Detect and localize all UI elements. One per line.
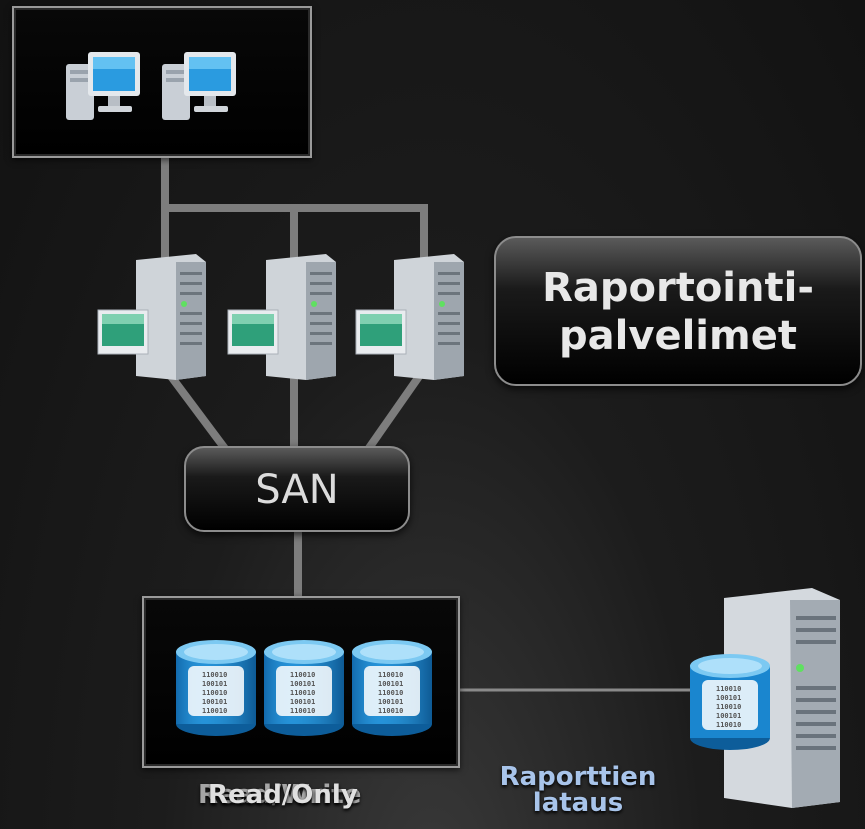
binary-text-line: 110010	[290, 689, 315, 697]
server-icon	[97, 254, 206, 380]
report-load-label: Raporttien lataus	[488, 764, 668, 816]
report-load-line2: lataus	[532, 788, 624, 818]
binary-text-line: 110010	[378, 671, 403, 679]
binary-text-line: 110010	[378, 689, 403, 697]
database-disk-icon: 110010 100101 110010 100101 110010	[352, 640, 432, 736]
workstation-icon	[66, 52, 140, 120]
binary-text-line: 100101	[716, 712, 741, 720]
binary-text-line: 100101	[202, 698, 227, 706]
reporting-servers-line1: Raportointi-	[542, 265, 814, 311]
binary-text-line: 100101	[378, 680, 403, 688]
binary-text-line: 100101	[290, 680, 315, 688]
database-disk-icon: 110010 100101 110010 100101 110010	[264, 640, 344, 736]
report-load-line1: Raporttien	[499, 762, 657, 792]
binary-text-line: 110010	[290, 707, 315, 715]
binary-text-line: 110010	[716, 703, 741, 711]
binary-text-line: 100101	[378, 698, 403, 706]
storage-label-read-write: Read/Write	[198, 780, 362, 810]
storage-label-read-only: Read/Only	[208, 780, 358, 810]
binary-text-line: 110010	[202, 671, 227, 679]
binary-text-line: 110010	[716, 721, 741, 729]
server-icon	[227, 254, 336, 380]
workstation-icon	[162, 52, 236, 120]
storage-panel: 110010 100101 110010 100101 110010 11001…	[142, 596, 460, 768]
binary-text-line: 100101	[290, 698, 315, 706]
san-label: SAN	[255, 467, 339, 513]
san-node: SAN	[184, 446, 410, 532]
workstations-panel	[12, 6, 312, 158]
database-disk-icon: 110010 100101 110010 100101 110010	[690, 654, 770, 750]
binary-text-line: 110010	[202, 689, 227, 697]
reporting-servers-line2: palvelimet	[559, 313, 797, 359]
binary-text-line: 110010	[378, 707, 403, 715]
binary-text-line: 110010	[202, 707, 227, 715]
binary-text-line: 100101	[716, 694, 741, 702]
tower-server-icon	[724, 588, 840, 808]
binary-text-line: 100101	[202, 680, 227, 688]
binary-text-line: 110010	[716, 685, 741, 693]
server-icon	[355, 254, 464, 380]
binary-text-line: 110010	[290, 671, 315, 679]
database-disk-icon: 110010 100101 110010 100101 110010	[176, 640, 256, 736]
reporting-servers-label: Raportointi- palvelimet	[494, 236, 862, 386]
